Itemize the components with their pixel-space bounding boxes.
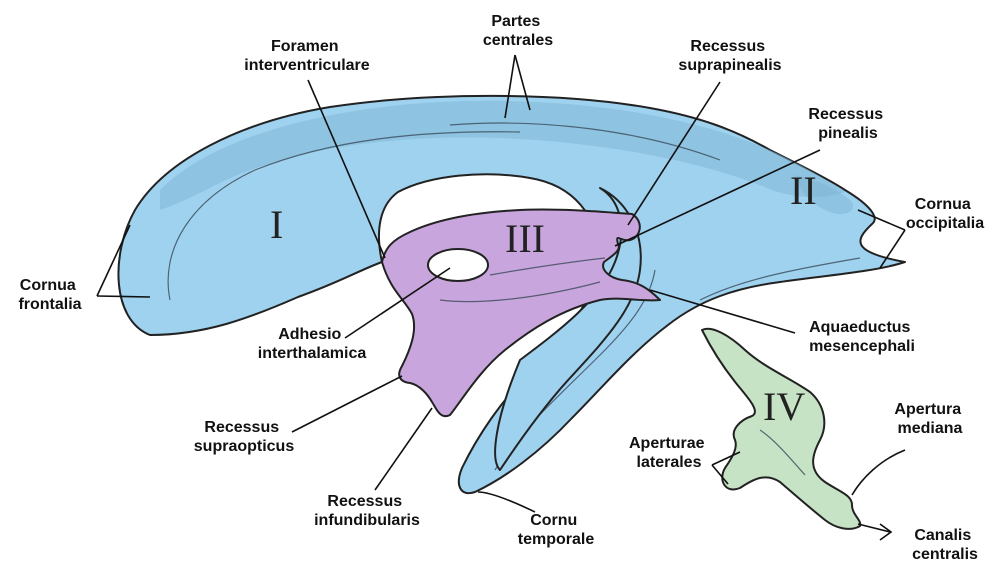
leader-cornua-frontalia-2 <box>97 296 150 297</box>
leader-apertura-mediana <box>852 450 905 495</box>
label-cornua-frontalia: Cornua frontalia <box>18 277 81 313</box>
label-cornua-occipitalia: Cornua occipitalia <box>906 196 984 232</box>
label-apertura-mediana: Apertura mediana <box>894 401 965 437</box>
label-cornu-temporale: Cornu temporale <box>518 512 595 548</box>
label-aquaeductus-mesencephali: Aquaeductus mesencephali <box>809 319 915 355</box>
numeral-lateral-left: I <box>270 202 283 247</box>
label-partes-centrales: Partes centrales <box>483 13 553 49</box>
leader-cornu-temporale <box>478 492 535 512</box>
label-recessus-pinealis: Recessus pinealis <box>808 106 887 142</box>
leader-recessus-supraopticus <box>292 376 402 432</box>
label-adhesio-interthalamica: Adhesio interthalamica <box>258 326 367 362</box>
leader-recessus-infundibularis <box>375 408 432 490</box>
numeral-lateral-right: II <box>790 168 817 213</box>
numeral-fourth: IV <box>763 384 805 429</box>
numeral-third: III <box>505 216 545 261</box>
label-recessus-infundibularis: Recessus infundibularis <box>314 493 420 529</box>
label-recessus-suprapinealis: Recessus suprapinealis <box>678 38 781 74</box>
label-canalis-centralis: Canalis centralis <box>912 527 978 563</box>
label-recessus-supraopticus: Recessus supraopticus <box>194 419 295 455</box>
label-foramen-interventriculare: Foramen interventriculare <box>244 38 369 74</box>
label-aperturae-laterales: Aperturae laterales <box>629 435 709 471</box>
